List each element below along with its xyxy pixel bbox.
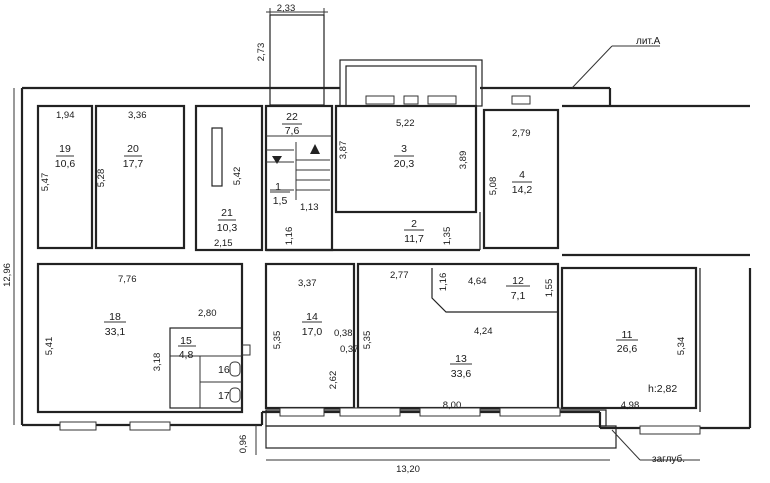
dim-135: 1,35	[442, 227, 453, 246]
room-19-number: 19	[59, 143, 71, 155]
dim-155: 1,55	[544, 279, 555, 298]
room-1-area: 1,5	[273, 195, 288, 207]
dim-038: 0,38	[334, 328, 353, 339]
room-4-area: 14,2	[512, 184, 533, 196]
dim-037: 0,37	[340, 344, 359, 355]
room-2-area: 11,7	[404, 233, 424, 245]
room-15-number: 15	[180, 335, 192, 347]
arrow-up-icon	[310, 144, 320, 154]
room-11-number: 11	[622, 329, 633, 341]
dim-535b: 5,35	[362, 331, 373, 350]
room-walls	[36, 104, 560, 252]
stair-arrows	[272, 144, 320, 164]
dim-279: 2,79	[512, 128, 531, 139]
room-13-number: 13	[455, 353, 467, 365]
top-bay	[339, 59, 531, 107]
room-22-area: 7,6	[285, 125, 300, 137]
room-1-number: 1	[275, 181, 281, 193]
room-2-number: 2	[411, 218, 417, 230]
dim-498: 4,98	[621, 400, 640, 411]
dim-262: 2,62	[328, 371, 339, 390]
room-16-number: 16	[218, 364, 230, 376]
dim-1320: 13,20	[396, 464, 420, 475]
ceiling-height: h:2,82	[648, 383, 677, 395]
room-17-number: 17	[218, 390, 230, 402]
room-21-number: 21	[221, 207, 233, 219]
dim-336: 3,36	[128, 110, 147, 121]
dim-215: 2,15	[214, 238, 233, 249]
dim-1296: 12,96	[2, 263, 13, 287]
room-12-area: 7,1	[511, 290, 526, 302]
room-19-area: 10,6	[55, 158, 76, 170]
dim-280: 2,80	[198, 308, 217, 319]
dim-116b: 1,16	[438, 273, 449, 292]
outer-walls	[20, 86, 752, 430]
room-21-area: 10,3	[217, 222, 238, 234]
arrow-down-icon	[272, 156, 282, 164]
dim-508: 5,08	[488, 177, 499, 196]
dim-547: 5,47	[40, 173, 51, 192]
room-15-area: 4,8	[179, 349, 194, 361]
dim-464: 4,64	[468, 276, 487, 287]
room-20-number: 20	[127, 143, 139, 155]
dim-535a: 5,35	[272, 331, 283, 350]
room-13-area: 33,6	[451, 368, 472, 380]
room-22-number: 22	[286, 111, 298, 123]
dim-113: 1,13	[300, 202, 319, 213]
dim-116: 1,16	[284, 227, 295, 246]
room-walls-lower	[36, 262, 698, 414]
room-3-area: 20,3	[394, 158, 415, 170]
labels: лит.А заглуб. 2,33 2,73 22 7,6 1,94 3,36…	[2, 3, 687, 475]
dim-528: 5,28	[96, 169, 107, 188]
top-annex	[266, 8, 328, 106]
dim-800: 8,00	[443, 400, 462, 411]
dim-194: 1,94	[56, 110, 75, 121]
room-11-area: 26,6	[617, 343, 638, 355]
dim-389: 3,89	[458, 151, 469, 170]
lit-a-label: лит.А	[636, 36, 661, 47]
dim-top-273: 2,73	[256, 43, 267, 62]
zaglub-label: заглуб.	[652, 453, 685, 465]
dim-387: 3,87	[338, 141, 349, 160]
room-12-number: 12	[512, 275, 524, 287]
leader-lines	[13, 45, 700, 461]
bottom-porch	[59, 407, 701, 449]
room-14-area: 17,0	[302, 326, 323, 338]
dim-534: 5,34	[676, 337, 687, 356]
dim-top-233: 2,33	[277, 3, 296, 14]
room-18-number: 18	[109, 311, 121, 323]
dim-541: 5,41	[44, 337, 55, 356]
room-18-area: 33,1	[105, 326, 126, 338]
dim-318: 3,18	[152, 353, 163, 372]
room-4-number: 4	[519, 169, 525, 181]
dim-424: 4,24	[474, 326, 493, 337]
room-3-number: 3	[401, 143, 407, 155]
fraction-bars	[56, 123, 638, 365]
room-14-number: 14	[306, 311, 318, 323]
dim-776: 7,76	[118, 274, 137, 285]
room-20-area: 17,7	[123, 158, 144, 170]
dim-542: 5,42	[232, 167, 243, 186]
dim-522: 5,22	[396, 118, 415, 129]
dim-277: 2,77	[390, 270, 409, 281]
dim-096: 0,96	[238, 435, 249, 454]
dim-337: 3,37	[298, 278, 317, 289]
